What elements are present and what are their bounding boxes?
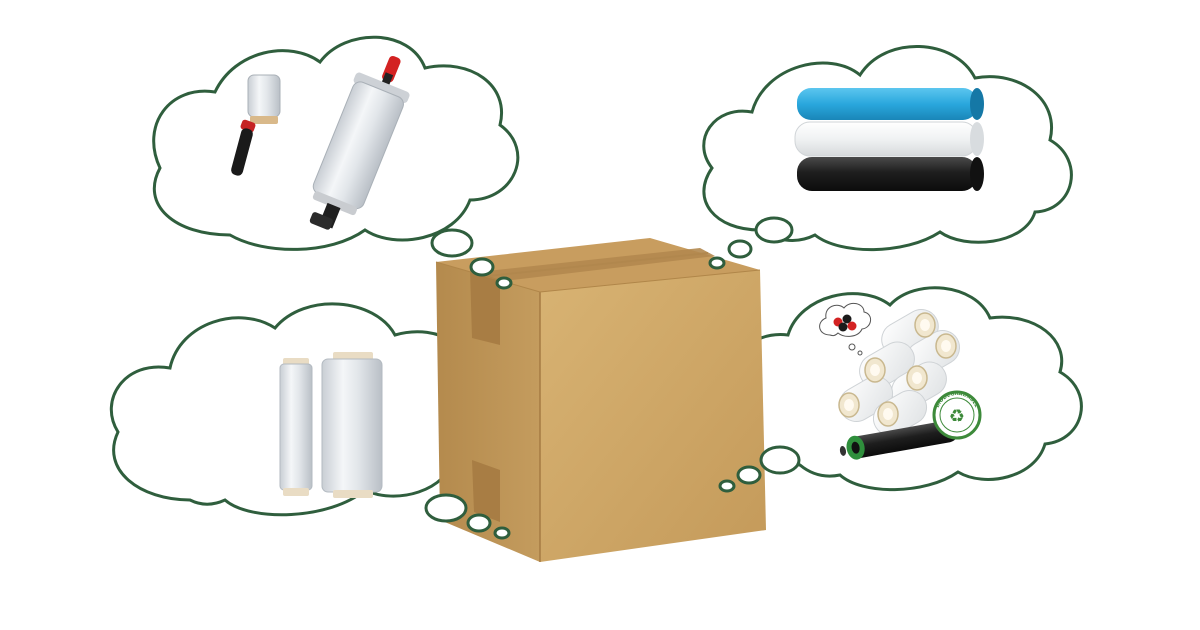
cloud-top-right <box>702 45 1073 252</box>
biodegradable-badge: ♻ BIODEGRADABLE <box>932 390 982 440</box>
black-film-roll-icon <box>797 157 984 191</box>
cloud-bottom-right: ♻ BIODEGRADABLE <box>732 286 1083 492</box>
mini-thought-bubble <box>819 302 871 356</box>
badge-icon-glyph: ♻ <box>949 406 965 427</box>
blue-film-roll-icon <box>797 88 984 120</box>
long-dispenser-icon <box>309 55 410 230</box>
thought-bubbles-top-left <box>430 228 513 290</box>
thought-bubbles-bottom-left <box>424 493 511 540</box>
white-roll-stack-icon <box>838 309 961 436</box>
mini-dispenser-icon <box>231 74 281 176</box>
cloud-bottom-left <box>109 302 493 517</box>
cardboard-box <box>435 238 766 562</box>
thought-bubbles-bottom-right <box>718 445 801 493</box>
black-biodegradable-roll-icon <box>839 420 958 460</box>
small-clear-roll-icon <box>279 358 313 496</box>
cloud-top-left <box>152 35 520 251</box>
thought-bubbles-top-right <box>708 216 794 270</box>
large-clear-roll-icon <box>321 352 383 498</box>
white-film-roll-icon <box>794 121 984 157</box>
